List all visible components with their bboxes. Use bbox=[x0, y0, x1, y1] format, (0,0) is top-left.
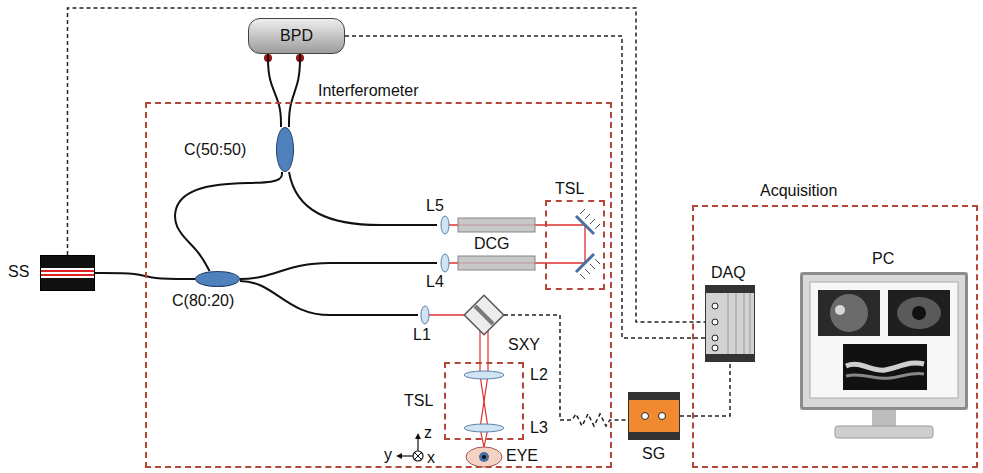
daq-port bbox=[712, 335, 718, 341]
fiber-connector bbox=[289, 54, 300, 127]
lens bbox=[464, 371, 504, 379]
generator-port bbox=[642, 413, 649, 420]
fiber-coupler: C(80:20) bbox=[195, 271, 240, 287]
b-scan-image bbox=[846, 363, 924, 370]
eye bbox=[466, 447, 502, 467]
node-label: TSL bbox=[555, 180, 584, 198]
signal-cable bbox=[345, 36, 705, 338]
generator-body bbox=[628, 400, 680, 432]
en-face-image bbox=[888, 290, 950, 336]
lens-label: L5 bbox=[426, 197, 444, 215]
monitor-stand bbox=[872, 410, 896, 426]
daq-port bbox=[712, 303, 718, 309]
telescope-group: TSL bbox=[545, 200, 605, 290]
interferometer-region: InterferometerC(50:50)C(80:20)TSLTSL bbox=[145, 102, 612, 468]
node-label: BPD bbox=[280, 27, 313, 45]
monitor-screen bbox=[810, 282, 958, 398]
node-label: Interferometer bbox=[318, 82, 418, 100]
fundus-image bbox=[818, 290, 880, 336]
mirror-hatching bbox=[580, 259, 600, 279]
optical-fiber bbox=[240, 263, 437, 279]
daq-port bbox=[712, 345, 718, 351]
node-label: DAQ bbox=[711, 264, 746, 282]
generator-cap bbox=[628, 432, 680, 440]
glass-block bbox=[458, 218, 535, 232]
daq-ribs bbox=[728, 293, 750, 354]
b-scan-image bbox=[846, 373, 924, 378]
fiber-connector bbox=[268, 54, 281, 127]
monitor-bezel bbox=[800, 272, 968, 410]
generator-port bbox=[659, 413, 666, 420]
signal-generator: SG bbox=[628, 392, 680, 440]
axis-label: y bbox=[384, 446, 392, 464]
axis-arrowhead bbox=[396, 453, 402, 459]
axis-line bbox=[401, 455, 413, 456]
telescope-group: TSL bbox=[444, 362, 524, 440]
scanner-mirror bbox=[475, 306, 493, 324]
axis-line bbox=[417, 438, 418, 451]
mirror-hatching bbox=[580, 209, 600, 229]
part-label: SXY bbox=[508, 336, 540, 354]
en-face-image bbox=[912, 306, 926, 320]
balanced-photodetector: BPD bbox=[248, 18, 345, 54]
daq-body bbox=[705, 293, 755, 354]
part-label: EYE bbox=[506, 447, 538, 465]
b-scan-image bbox=[843, 344, 927, 390]
fundus-image bbox=[830, 294, 868, 332]
node-label: C(80:20) bbox=[172, 292, 234, 310]
daq-port bbox=[712, 319, 718, 325]
node-label: SS bbox=[8, 263, 29, 281]
lens bbox=[421, 306, 429, 324]
fundus-image bbox=[835, 305, 845, 315]
node-label: Acquisition bbox=[760, 182, 837, 200]
en-face-image bbox=[897, 297, 941, 329]
lens-label: L2 bbox=[530, 366, 548, 384]
part-label: DCG bbox=[474, 235, 510, 253]
axis-arrowhead bbox=[415, 433, 421, 439]
daq-card: DAQ bbox=[705, 285, 755, 362]
axis-into-page bbox=[413, 451, 423, 461]
daq-cap bbox=[705, 285, 755, 293]
galvo-scanner bbox=[464, 295, 504, 335]
lens-label: L1 bbox=[413, 326, 431, 344]
optical-fiber bbox=[289, 172, 437, 225]
node-label: PC bbox=[872, 250, 894, 268]
glass-block bbox=[458, 256, 535, 270]
lens-label: L4 bbox=[426, 273, 444, 291]
computer-monitor: PC bbox=[800, 272, 968, 410]
lens bbox=[441, 216, 449, 234]
node-label: SG bbox=[642, 445, 665, 463]
axis-label: x bbox=[427, 449, 435, 467]
iris bbox=[479, 452, 489, 462]
signal-cable bbox=[68, 8, 706, 322]
signal-cable bbox=[680, 362, 730, 416]
lens bbox=[464, 424, 504, 432]
fiber-connector bbox=[175, 172, 282, 271]
fiber-coupler: C(50:50) bbox=[276, 127, 294, 172]
optical-fiber bbox=[240, 281, 418, 315]
axis-cross bbox=[415, 453, 422, 460]
lens-label: L3 bbox=[530, 419, 548, 437]
lens bbox=[441, 254, 449, 272]
acquisition-region: AcquisitionDAQPC bbox=[692, 205, 978, 468]
daq-cap bbox=[705, 354, 755, 362]
generator-cap bbox=[628, 392, 680, 400]
node-label: C(50:50) bbox=[184, 141, 246, 159]
axis-label: z bbox=[424, 424, 432, 442]
monitor-base bbox=[835, 426, 933, 438]
swept-source: SS bbox=[40, 255, 95, 291]
pupil bbox=[482, 455, 486, 459]
node-label: TSL bbox=[404, 392, 433, 410]
